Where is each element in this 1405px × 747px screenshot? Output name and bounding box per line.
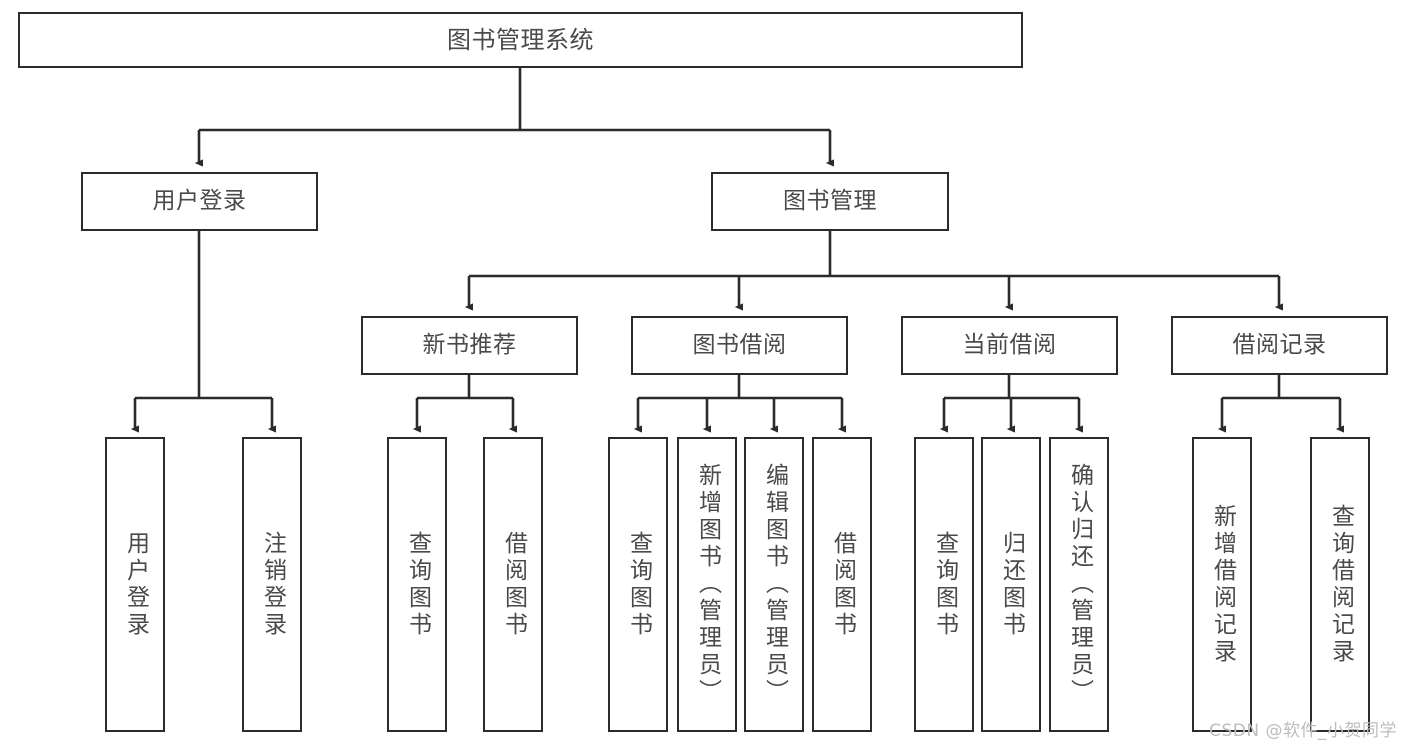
- node-label: 用户登录: [122, 530, 149, 639]
- node-user-login[interactable]: 用户登录: [81, 172, 318, 231]
- node-label: 查询图书: [404, 530, 431, 639]
- node-label: 查询图书: [931, 530, 958, 639]
- node-label: 借阅记录: [1232, 331, 1327, 358]
- csdn-watermark: CSDN @软件_小贺同学: [1209, 721, 1397, 741]
- node-label: 图书管理: [783, 187, 877, 214]
- node-label: 借阅图书: [829, 530, 856, 639]
- node-new-book-recommendation[interactable]: 新书推荐: [361, 316, 578, 375]
- node-current-borrowing[interactable]: 当前借阅: [901, 316, 1118, 375]
- node-borrowing-record[interactable]: 借阅记录: [1171, 316, 1388, 375]
- leaf-add-book-admin[interactable]: 新增图书（管理员）: [677, 437, 737, 732]
- leaf-query-book-current[interactable]: 查询图书: [914, 437, 974, 732]
- node-label: 图书管理系统: [447, 25, 594, 54]
- leaf-user-login[interactable]: 用户登录: [105, 437, 165, 732]
- leaf-query-borrow-record[interactable]: 查询借阅记录: [1310, 437, 1370, 732]
- leaf-query-book-borrow[interactable]: 查询图书: [608, 437, 668, 732]
- leaf-return-book[interactable]: 归还图书: [981, 437, 1041, 732]
- node-label: 归还图书: [998, 530, 1025, 639]
- leaf-edit-book-admin[interactable]: 编辑图书（管理员）: [744, 437, 804, 732]
- node-label: 新增借阅记录: [1209, 503, 1236, 666]
- leaf-borrow-book-new[interactable]: 借阅图书: [483, 437, 543, 732]
- node-label: 查询图书: [625, 530, 652, 639]
- leaf-query-book-new[interactable]: 查询图书: [387, 437, 447, 732]
- node-label: 图书借阅: [692, 331, 787, 358]
- node-label: 新增图书（管理员）: [694, 463, 721, 706]
- leaf-borrow-book[interactable]: 借阅图书: [812, 437, 872, 732]
- node-root-library-management-system[interactable]: 图书管理系统: [18, 12, 1023, 68]
- node-book-management[interactable]: 图书管理: [711, 172, 949, 231]
- node-label: 当前借阅: [962, 331, 1057, 358]
- node-label: 用户登录: [152, 187, 247, 214]
- leaf-confirm-return-admin[interactable]: 确认归还（管理员）: [1049, 437, 1109, 732]
- leaf-add-borrow-record[interactable]: 新增借阅记录: [1192, 437, 1252, 732]
- node-label: 查询借阅记录: [1327, 503, 1354, 666]
- node-label: 新书推荐: [422, 331, 517, 358]
- node-book-borrowing[interactable]: 图书借阅: [631, 316, 848, 375]
- node-label: 注销登录: [259, 530, 286, 639]
- node-label: 编辑图书（管理员）: [761, 463, 788, 706]
- leaf-logout[interactable]: 注销登录: [242, 437, 302, 732]
- node-label: 确认归还（管理员）: [1066, 463, 1093, 706]
- node-label: 借阅图书: [500, 530, 527, 639]
